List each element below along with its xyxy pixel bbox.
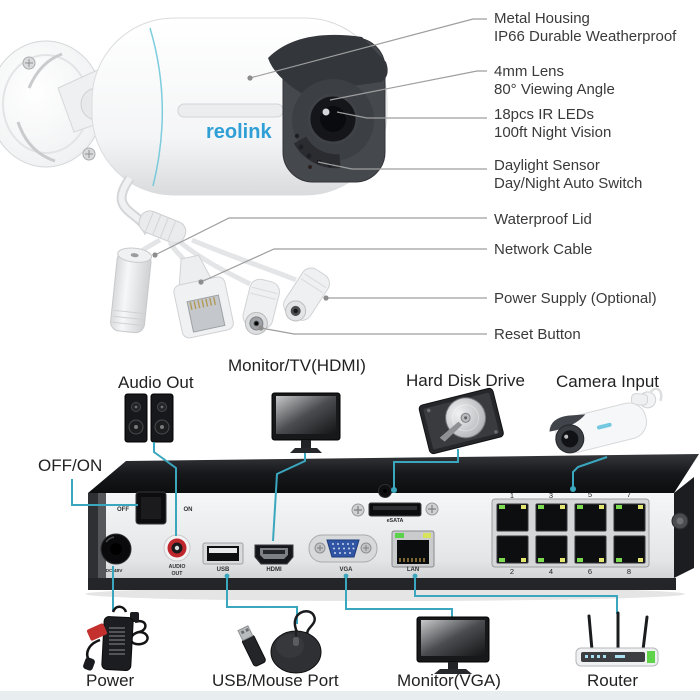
- usb-port: [202, 542, 244, 565]
- usb-mouse-icon: [237, 610, 322, 674]
- poe-port-number: 1: [510, 491, 514, 500]
- callout-leader-lines: [152, 18, 487, 335]
- callout-daylight-sensor: Daylight Sensor Day/Night Auto Switch: [494, 157, 642, 193]
- daylight-sensor-dot: [308, 165, 312, 169]
- reolink-logo: reolink: [206, 121, 272, 143]
- label-audio-out: Audio Out: [118, 373, 194, 392]
- callout-metal-housing: Metal Housing IP66 Durable Weatherproof: [494, 10, 676, 46]
- monitor-vga-icon: [416, 616, 490, 674]
- ir-led: [294, 133, 300, 139]
- on-label: ON: [184, 507, 193, 513]
- label-camera-input: Camera Input: [556, 372, 659, 391]
- router-icon: [575, 611, 659, 667]
- ir-led: [306, 153, 312, 159]
- power-jack: [100, 533, 132, 565]
- callout-line: Daylight Sensor: [494, 157, 600, 174]
- footer-strip: [0, 691, 700, 700]
- audio-out-label-1: AUDIO: [169, 564, 186, 570]
- label-hard-disk: Hard Disk Drive: [406, 371, 526, 390]
- audio-out-port: [163, 534, 191, 562]
- network-cable-connector: [173, 254, 234, 339]
- nvr-bottom-edge: [88, 578, 676, 590]
- camera-photo: reolink: [0, 17, 388, 339]
- callout-line: Power Supply (Optional): [494, 290, 657, 307]
- off-label: OFF: [117, 507, 129, 513]
- label-router: Router: [587, 671, 639, 690]
- hdd-icon: [418, 387, 504, 455]
- mini-camera-icon: [549, 387, 663, 454]
- hdmi-label: HDMI: [266, 567, 282, 573]
- callout-line: Network Cable: [494, 241, 593, 258]
- poe-port-number: 7: [627, 490, 631, 499]
- nvr-illustration: OFF ON DC 48V AUDIO OUT USB: [85, 454, 699, 601]
- label-monitor-hdmi: Monitor/TV(HDMI): [228, 356, 366, 375]
- speakers-icon: [124, 393, 174, 443]
- poe-port-number: 8: [627, 567, 631, 576]
- ir-led: [298, 144, 304, 150]
- callout-power-supply: Power Supply (Optional): [494, 290, 657, 308]
- label-off-on: OFF/ON: [38, 456, 103, 475]
- callout-ir-leds: 18pcs IR LEDs 100ft Night Vision: [494, 106, 611, 142]
- poe-port-number: 2: [510, 567, 514, 576]
- lan-port: [391, 530, 435, 568]
- callout-lens: 4mm Lens 80° Viewing Angle: [494, 63, 615, 99]
- label-power: Power: [86, 671, 135, 690]
- usb-label: USB: [217, 567, 230, 573]
- dc-label: DC 48V: [106, 568, 124, 574]
- callout-waterproof-lid: Waterproof Lid: [494, 211, 592, 229]
- label-usb-mouse: USB/Mouse Port: [212, 671, 339, 690]
- connection-lines: [71, 442, 618, 626]
- camera-mount: [0, 40, 104, 168]
- poe-port-number: 4: [549, 567, 553, 576]
- hdmi-port: [254, 544, 294, 565]
- audio-out-label-2: OUT: [172, 571, 184, 577]
- power-adapter-icon: [83, 605, 149, 671]
- esata-label: eSATA: [387, 518, 404, 524]
- power-connector: [283, 267, 330, 322]
- waterproof-lid: [110, 247, 153, 334]
- callout-line: 4mm Lens: [494, 63, 565, 80]
- callout-line: Day/Night Auto Switch: [494, 175, 643, 192]
- poe-port-number: 3: [549, 491, 553, 500]
- callout-line: Reset Button: [494, 326, 581, 343]
- callout-reset-button: Reset Button: [494, 326, 581, 344]
- monitor-hdmi-icon: [271, 392, 341, 453]
- vga-label: VGA: [339, 567, 353, 573]
- vga-port: [308, 534, 378, 563]
- callout-line: 18pcs IR LEDs: [494, 106, 595, 123]
- poe-port-number: 5: [588, 490, 592, 499]
- callout-line: 100ft Night Vision: [494, 124, 612, 141]
- poe-ports: 1 3 5 7 2 4 6 8: [491, 490, 650, 576]
- camera-lens-head: [268, 34, 388, 183]
- callout-line: Metal Housing: [494, 10, 590, 27]
- callout-line: IP66 Durable Weatherproof: [494, 28, 677, 45]
- callout-line: 80° Viewing Angle: [494, 81, 615, 98]
- power-switch: [135, 491, 167, 525]
- lan-label: LAN: [407, 567, 419, 573]
- poe-port-number: 6: [588, 567, 592, 576]
- callout-network-cable: Network Cable: [494, 241, 592, 259]
- label-monitor-vga: Monitor(VGA): [397, 671, 501, 690]
- callout-line: Waterproof Lid: [494, 211, 592, 228]
- cable-junction: [138, 210, 187, 244]
